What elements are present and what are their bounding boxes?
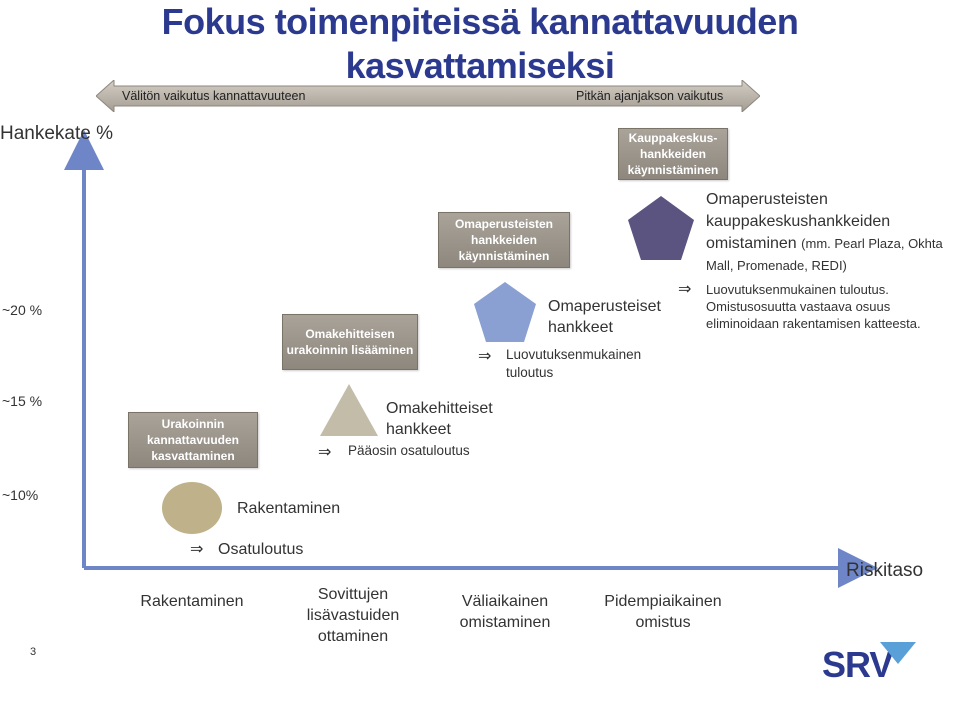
arrow-right-icon: ⇒ (478, 348, 492, 365)
x-category-pidempiaikainen: Pidempiaikainen omistus (604, 593, 722, 631)
stage-box-urakointi: Urakoinnin kannattavuuden kasvattaminen (128, 412, 258, 468)
x-category-rakentaminen: Rakentaminen (140, 593, 244, 610)
timebar-right-label: Pitkän ajanjakson vaikutus (576, 89, 724, 103)
page-title: Fokus toimenpiteissä kannattavuuden kasv… (161, 1, 799, 86)
y-tick-10: ~10% (2, 487, 39, 503)
time-arrow-bar (96, 80, 760, 112)
item-note-osatuloutus: Osatuloutus (218, 541, 304, 558)
srv-logo: SRV (822, 642, 922, 686)
x-category-valiaikainen: Väliaikainen omistaminen (459, 593, 551, 631)
pentagon-icon (474, 282, 536, 342)
triangle-icon (320, 384, 378, 436)
y-tick-20: ~20 % (2, 302, 43, 318)
item-name-kauppakeskus-extra: (mm. Pearl Plaza, Okhta Mall, Promenade,… (706, 236, 943, 273)
stage-box-kauppakeskus: Kauppakeskus-hankkeiden käynnistäminen (618, 128, 728, 180)
item-name-kauppakeskus: Omaperusteisten kauppakeskushankkeiden o… (706, 189, 956, 277)
item-name-rakentaminen: Rakentaminen (237, 500, 341, 517)
stage-box-omaperusteiset: Omaperusteisten hankkeiden käynnistämine… (438, 212, 570, 268)
srv-logo-mark (880, 642, 916, 664)
srv-logo-text: SRV (822, 644, 893, 685)
circle-icon (162, 482, 222, 534)
item-name-kauppakeskus-main: Omaperusteisten kauppakeskushankkeiden o… (706, 191, 891, 252)
y-tick-15: ~15 % (2, 393, 43, 409)
x-axis-title: Riskitaso (846, 560, 924, 581)
arrow-right-icon: ⇒ (318, 444, 332, 461)
stage-box-omakehitteinen: Omakehitteisen urakoinnin lisääminen (282, 314, 418, 370)
item-note-kauppakeskus: Luovutuksenmukainen tuloutus. Omistusosu… (706, 282, 921, 331)
item-name-omaperusteiset: Omaperusteiset hankkeet (548, 298, 661, 336)
timebar-left-label: Välitön vaikutus kannattavuuteen (122, 89, 306, 103)
item-note-paaosin: Pääosin osatuloutus (348, 443, 470, 458)
page-number: 3 (30, 646, 37, 658)
arrow-right-icon: ⇒ (190, 541, 204, 558)
y-axis-title: Hankekate % (0, 123, 114, 144)
arrow-right-icon: ⇒ (678, 281, 692, 298)
pentagon-icon (628, 196, 694, 260)
x-category-lisavastuut: Sovittujen lisävastuiden ottaminen (306, 586, 400, 645)
item-note-luovutus: Luovutuksenmukainen tuloutus (506, 347, 642, 380)
item-name-omakehitteiset: Omakehitteiset hankkeet (386, 400, 493, 438)
